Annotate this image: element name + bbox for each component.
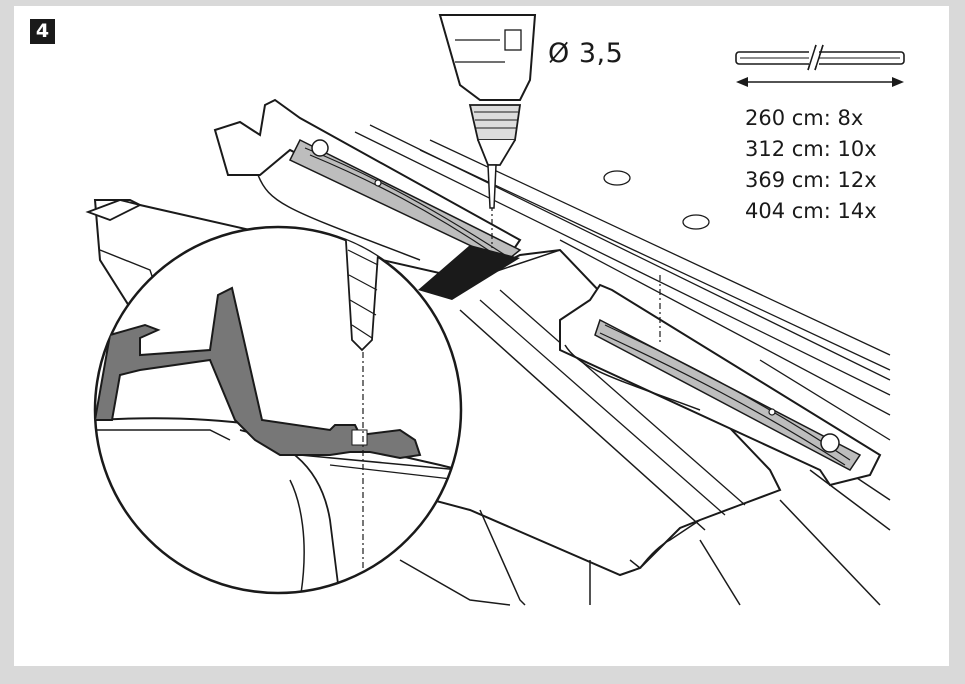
zoom-pointer xyxy=(418,245,520,300)
rail-right xyxy=(559,283,882,487)
rail-length-icon xyxy=(735,44,905,87)
roof-lines xyxy=(354,124,891,441)
roof-hole xyxy=(603,170,631,186)
roof-hole xyxy=(682,214,710,230)
quantity-row-260: 260 cm: 8x xyxy=(745,106,864,130)
quantity-row-312: 312 cm: 10x xyxy=(745,137,877,161)
quantity-row-404: 404 cm: 14x xyxy=(745,199,877,223)
quantity-row-369: 369 cm: 12x xyxy=(745,168,877,192)
magnifier xyxy=(93,225,463,595)
rail-left xyxy=(213,98,522,264)
rail-quantity-list: 260 cm: 8x 312 cm: 10x 369 cm: 12x 404 c… xyxy=(745,103,877,227)
drill-icon xyxy=(438,14,537,209)
base-structure xyxy=(399,459,891,606)
step-number-badge: 4 xyxy=(30,19,55,44)
drill-size-label: Ø 3,5 xyxy=(548,38,624,69)
